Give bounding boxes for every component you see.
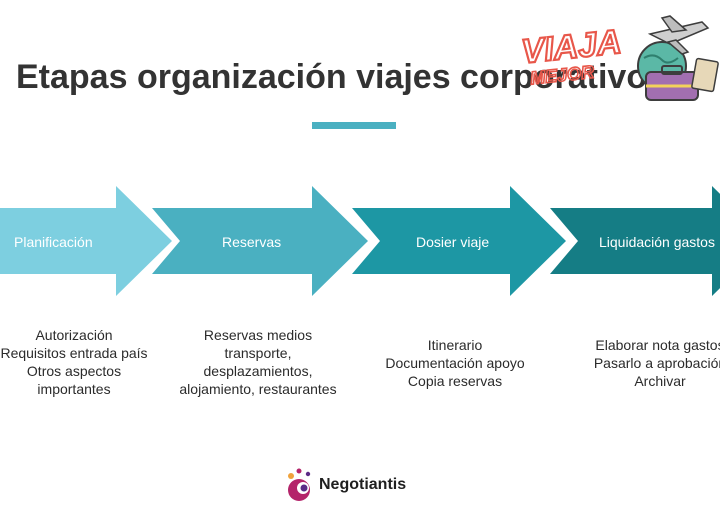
- brand-name: Negotiantis: [319, 476, 407, 493]
- list-item: Itinerario: [427, 337, 483, 353]
- boarding-pass-icon: [691, 57, 719, 93]
- arrow-liquidacion-gastos: [550, 186, 720, 296]
- step-label-reservas: Reservas: [222, 234, 282, 250]
- step-label-planificacion: Planificación: [14, 234, 93, 250]
- suitcase-icon: [645, 65, 699, 101]
- list-item: transporte,: [224, 345, 292, 361]
- list-item: Autorización: [35, 327, 113, 343]
- list-item: Archivar: [634, 373, 686, 389]
- step-label-dosier-viaje: Dosier viaje: [416, 234, 490, 250]
- list-item: Reservas medios: [203, 327, 313, 343]
- list-item: desplazamientos,: [203, 363, 313, 379]
- negotiantis-logo-icon: [288, 468, 311, 501]
- step-description-liquidacion-gastos: Elaborar nota gastos Pasarlo a aprobació…: [566, 336, 720, 390]
- arrow-reservas: [152, 186, 368, 296]
- step-description-dosier-viaje: Itinerario Documentación apoyo Copia res…: [361, 336, 549, 390]
- arrow-dosier-viaje: [352, 186, 566, 296]
- step-label-liquidacion-gastos: Liquidación gastos: [599, 234, 715, 250]
- airplane-icon: [647, 15, 710, 55]
- list-item: Copia reservas: [407, 373, 503, 389]
- list-item: Elaborar nota gastos: [595, 337, 720, 353]
- arrow-planificacion: [0, 186, 172, 296]
- process-flow: [0, 186, 720, 296]
- step-description-planificacion: Autorización Requisitos entrada país Otr…: [0, 326, 168, 398]
- list-item: importantes: [37, 381, 111, 397]
- step-description-reservas: Reservas medios transporte, desplazamien…: [164, 326, 352, 398]
- list-item: Requisitos entrada país: [0, 345, 148, 361]
- list-item: Pasarlo a aprobación: [593, 355, 720, 371]
- list-item: alojamiento, restaurantes: [179, 381, 337, 397]
- travel-stamp-logo: VIAJA MEJOR: [518, 15, 719, 101]
- brand-logo: Negotiantis: [283, 464, 433, 504]
- title-underline: [312, 122, 396, 129]
- page-title: Etapas organización viajes corporativos: [16, 58, 667, 96]
- list-item: Otros aspectos: [26, 363, 122, 379]
- stamp-lettering: VIAJA MEJOR: [518, 22, 624, 89]
- list-item: Documentación apoyo: [385, 355, 525, 371]
